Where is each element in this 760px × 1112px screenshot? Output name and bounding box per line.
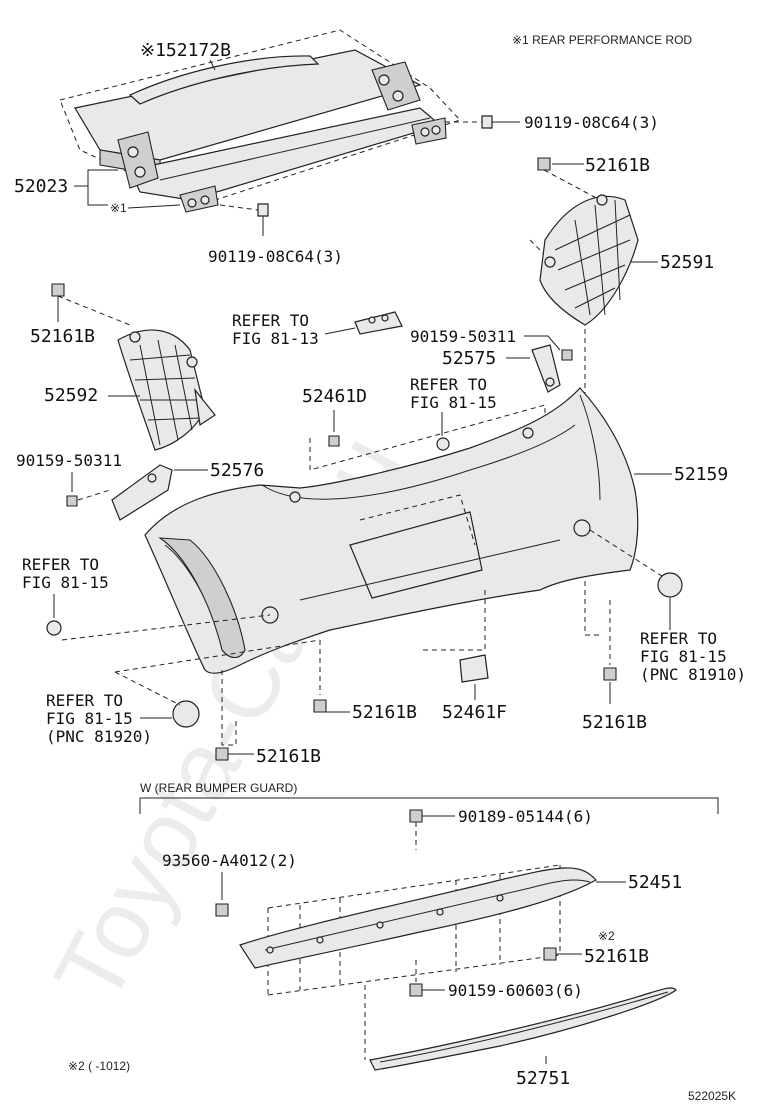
label-52576: 52576 (210, 460, 264, 481)
rear-bumper-cover (144, 387, 639, 674)
label-90159-60603: 90159-60603(6) (448, 981, 583, 1000)
label-90119-bottom: 90119-08C64(3) (208, 247, 343, 266)
label-refer-81-13-line2: FIG 81-13 (232, 329, 319, 348)
label-refer-81-15-c-line1: REFER TO (640, 629, 717, 648)
label-refer-81-15-d-line3: (PNC 81920) (46, 727, 152, 746)
label-52161B-a: 52161B (585, 155, 650, 176)
label-90159-50311-a: 90159-50311 (410, 327, 516, 346)
label-52161B-b: 52161B (30, 326, 95, 347)
label-52751: 52751 (516, 1068, 570, 1089)
label-refer-81-15-c-line2: FIG 81-15 (640, 647, 727, 666)
label-52575: 52575 (442, 348, 496, 369)
label-refer-81-15-a-line1: REFER TO (410, 375, 487, 394)
label-star1: ※1 (110, 201, 127, 215)
bumper-guard-52451 (239, 864, 597, 996)
label-52161B-e: 52161B (256, 746, 321, 767)
upper-bracket (354, 311, 403, 335)
side-retainer-right (529, 157, 639, 636)
label-52172B: ※152172B (140, 40, 231, 61)
side-retainer-left (51, 283, 216, 451)
label-52592: 52592 (44, 385, 98, 406)
label-52161B-d: 52161B (582, 712, 647, 733)
note-rear-performance-rod: ※1 REAR PERFORMANCE ROD (512, 33, 692, 47)
label-52451: 52451 (628, 872, 682, 893)
rear-frame-assembly (59, 29, 520, 236)
label-refer-81-15-d-line1: REFER TO (46, 691, 123, 710)
label-90159-50311-b: 90159-50311 (16, 451, 122, 470)
label-90119-top: 90119-08C64(3) (524, 113, 659, 132)
label-52591: 52591 (660, 252, 714, 273)
label-90189: 90189-05144(6) (458, 807, 593, 826)
label-refer-81-15-c-line3: (PNC 81910) (640, 665, 746, 684)
note-rear-bumper-guard: W (REAR BUMPER GUARD) (140, 781, 297, 795)
label-52161B-f: 52161B (584, 946, 649, 967)
label-52461D: 52461D (302, 386, 367, 407)
label-52159: 52159 (674, 464, 728, 485)
label-refer-81-15-b-line2: FIG 81-15 (22, 573, 109, 592)
bumper-lower-garnish-52751 (364, 985, 677, 1071)
label-93560: 93560-A4012(2) (162, 851, 297, 870)
label-refer-81-15-d-line2: FIG 81-15 (46, 709, 133, 728)
note-footnote: ※2 ( -1012) (68, 1059, 130, 1073)
label-refer-81-15-b-line1: REFER TO (22, 555, 99, 574)
label-star2: ※2 (598, 929, 615, 943)
label-refer-81-13-line1: REFER TO (232, 311, 309, 330)
label-52161B-c: 52161B (352, 702, 417, 723)
figure-id: 522025K (688, 1089, 736, 1103)
label-52023: 52023 (14, 176, 68, 197)
label-52461F: 52461F (442, 702, 507, 723)
label-refer-81-15-a-line2: FIG 81-15 (410, 393, 497, 412)
